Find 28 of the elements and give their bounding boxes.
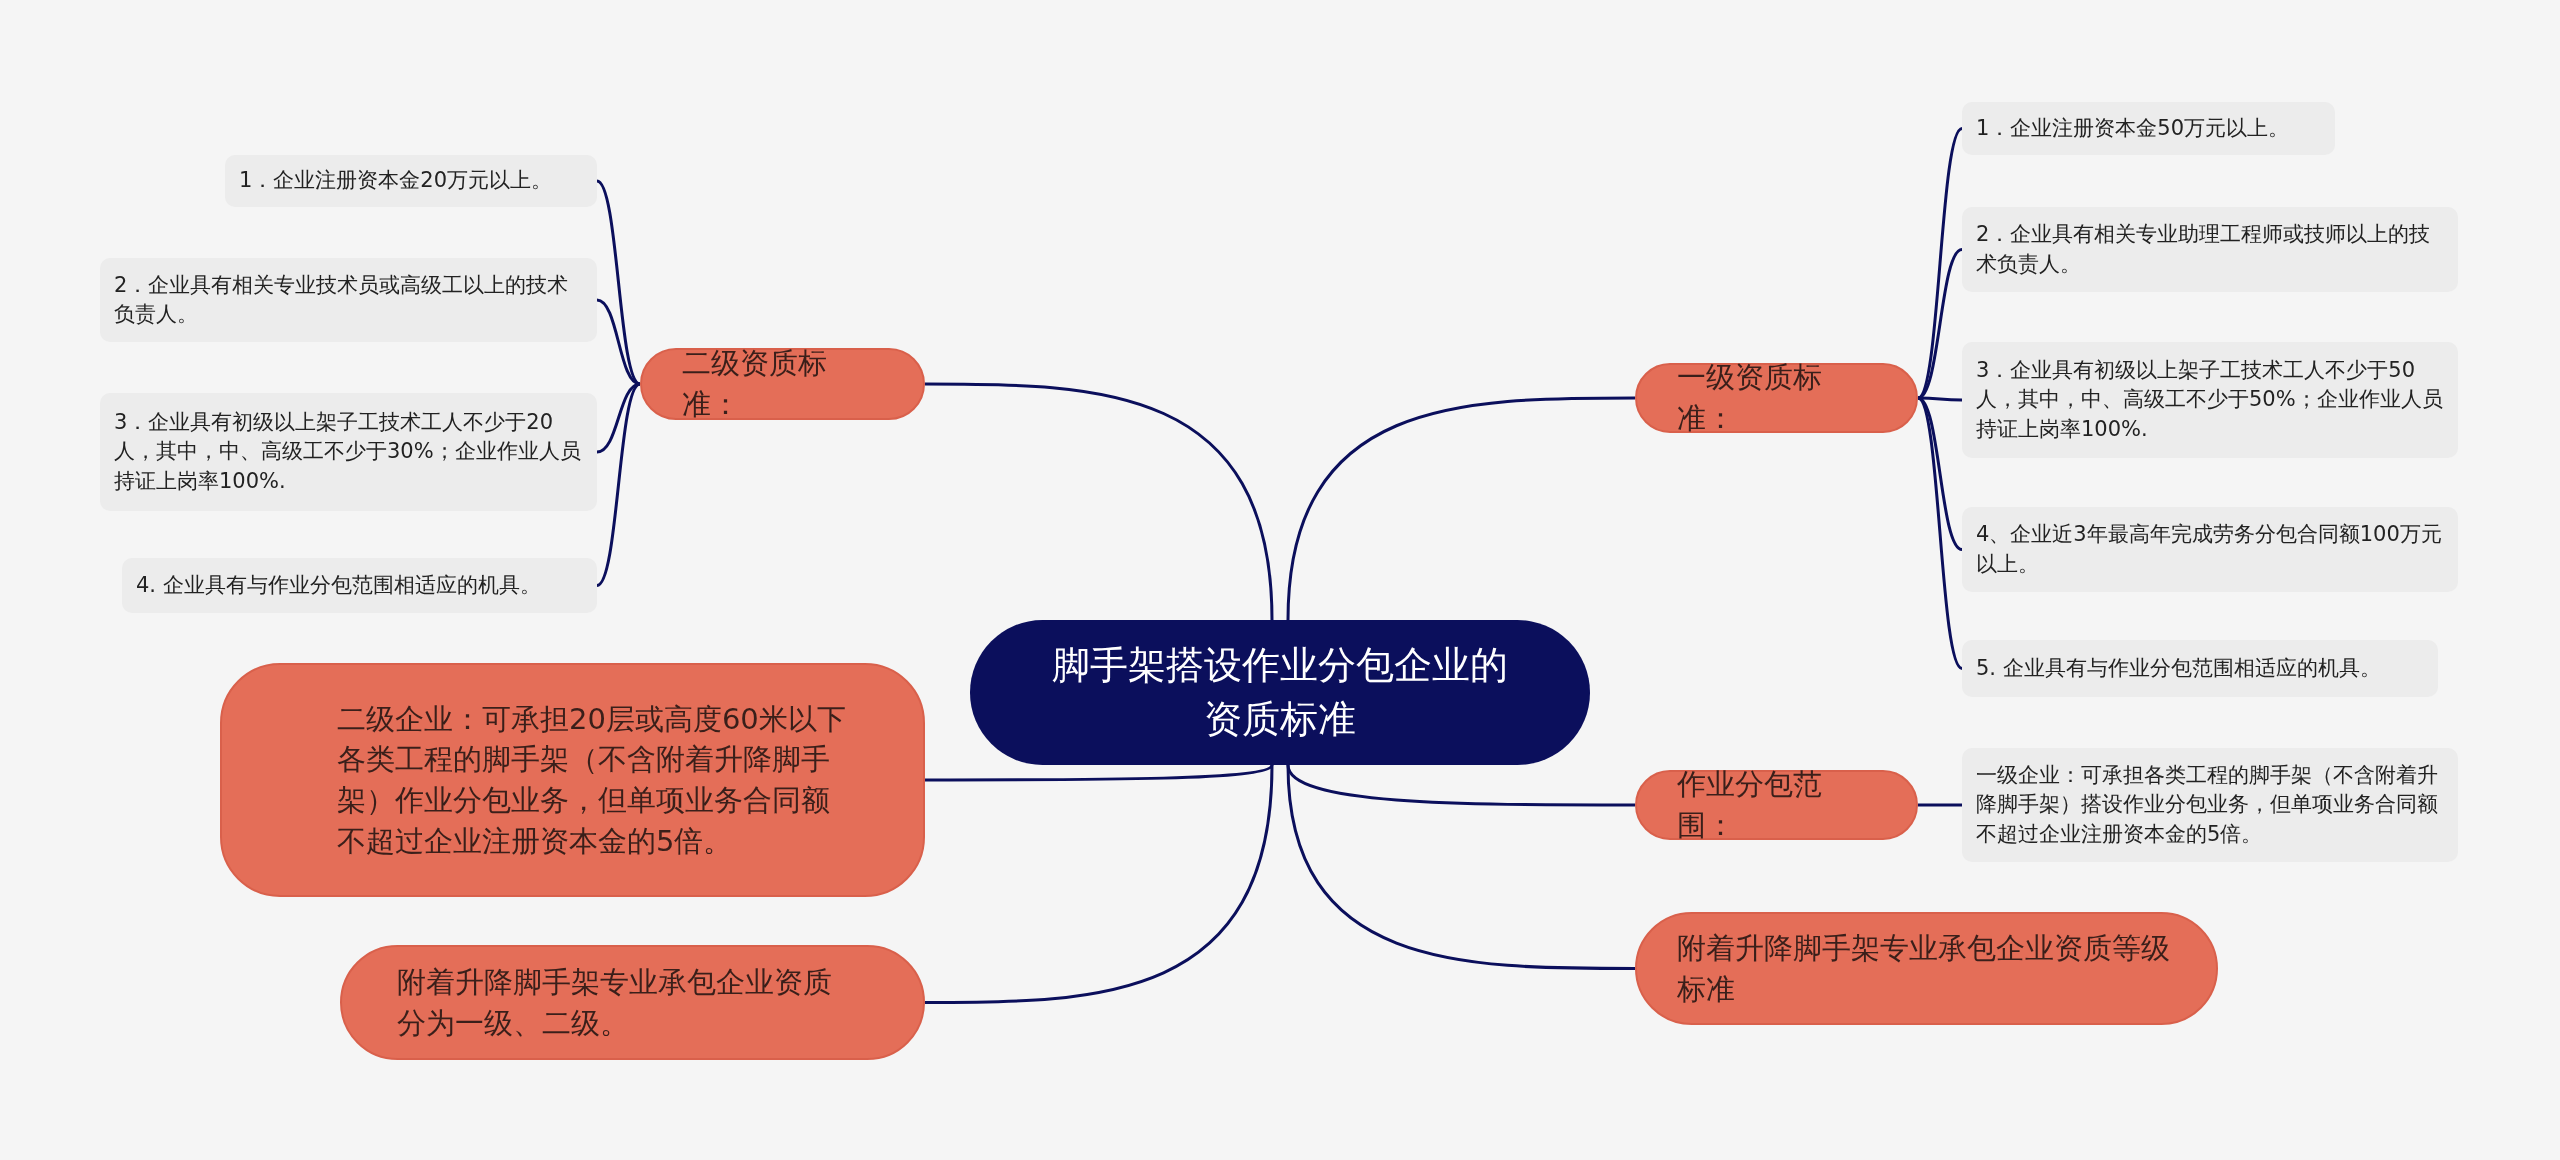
subtopic-box: 3．企业具有初级以上架子工技术工人不少于20人，其中，中、高级工不少于30%；企业作业人员持证上岗率100%. (100, 393, 597, 511)
subtopic-box: 2．企业具有相关专业技术员或高级工以上的技术负责人。 (100, 258, 597, 342)
subtopic-box: 2．企业具有相关专业助理工程师或技师以上的技术负责人。 (1962, 207, 2458, 292)
topic-box: 二级资质标准： (640, 348, 925, 420)
connector (596, 298, 641, 386)
topic-box: 附着升降脚手架专业承包企业资质等级标准 (1635, 912, 2218, 1025)
connector (1286, 396, 1635, 621)
subtopic-box: 3．企业具有初级以上架子工技术工人不少于50人，其中，中、高级工不少于50%；企业作业人员持证上岗率100%. (1962, 342, 2458, 458)
subtopic-box: 4、企业近3年最高年完成劳务分包合同额100万元以上。 (1962, 507, 2458, 592)
connector (1286, 764, 1635, 970)
connector (1917, 248, 1963, 400)
topic-box: 一级资质标准： (1635, 363, 1918, 433)
central-topic: 脚手架搭设作业分包企业的资质标准 (970, 620, 1590, 765)
connector (1918, 396, 1962, 402)
connector (1916, 396, 1964, 670)
topic-box: 作业分包范围： (1635, 770, 1918, 840)
topic-box: 二级企业：可承担20层或高度60米以下各类工程的脚手架（不含附着升降脚手架）作业分包业务，但单项业务合同额不超过企业注册资本金的5倍。 (220, 663, 925, 897)
connector (925, 764, 1274, 1004)
subtopic-box: 1．企业注册资本金50万元以上。 (1962, 102, 2335, 155)
subtopic-box: 4. 企业具有与作业分包范围相适应的机具。 (122, 558, 597, 613)
connector (1917, 396, 1963, 551)
subtopic-box: 1．企业注册资本金20万元以上。 (225, 155, 597, 207)
subtopic-box: 一级企业：可承担各类工程的脚手架（不含附着升降脚手架）搭设作业分包业务，但单项业务合同额不超过企业注册资本金的5倍。 (1962, 748, 2458, 862)
subtopic-box: 5. 企业具有与作业分包范围相适应的机具。 (1962, 640, 2438, 697)
connector (925, 382, 1274, 621)
topic-box: 附着升降脚手架专业承包企业资质分为一级、二级。 (340, 945, 925, 1060)
connector (1918, 803, 1962, 807)
connector (596, 382, 641, 587)
